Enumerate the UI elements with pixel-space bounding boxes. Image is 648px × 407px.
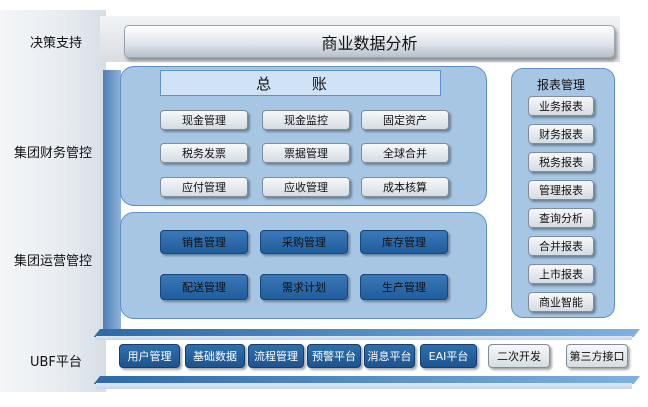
finance-module[interactable]: 现金监控 bbox=[262, 110, 350, 130]
finance-module[interactable]: 应收管理 bbox=[262, 177, 350, 197]
operations-panel bbox=[120, 212, 487, 319]
platform-bar-bottom-face bbox=[96, 383, 632, 389]
operations-module[interactable]: 库存管理 bbox=[360, 230, 448, 254]
layer-label-operations: 集团运营管控 bbox=[14, 254, 93, 269]
operations-module[interactable]: 销售管理 bbox=[160, 230, 248, 254]
ubf-module[interactable]: 预警平台 bbox=[307, 344, 361, 368]
operations-module[interactable]: 采购管理 bbox=[260, 230, 348, 254]
report-item[interactable]: 查询分析 bbox=[528, 208, 594, 228]
platform-bar-top-face bbox=[96, 336, 632, 340]
blue-strip bbox=[103, 70, 121, 332]
report-item[interactable]: 财务报表 bbox=[528, 124, 594, 144]
finance-module[interactable]: 固定资产 bbox=[361, 110, 449, 130]
ubf-module[interactable]: 流程管理 bbox=[248, 344, 304, 368]
general-ledger[interactable]: 总 账 bbox=[160, 70, 441, 96]
finance-module[interactable]: 应付管理 bbox=[160, 177, 248, 197]
ubf-module[interactable]: 基础数据 bbox=[185, 344, 245, 368]
report-item[interactable]: 上市报表 bbox=[528, 264, 594, 284]
layer-label-ubf: UBF平台 bbox=[30, 355, 82, 370]
report-item[interactable]: 业务报表 bbox=[528, 96, 594, 116]
ubf-module[interactable]: 消息平台 bbox=[364, 344, 415, 368]
finance-module[interactable]: 全球合并 bbox=[361, 143, 449, 163]
finance-module[interactable]: 成本核算 bbox=[361, 177, 449, 197]
ubf-module[interactable]: EAI平台 bbox=[420, 344, 477, 368]
operations-module[interactable]: 生产管理 bbox=[360, 274, 448, 300]
operations-module[interactable]: 需求计划 bbox=[260, 274, 348, 300]
report-item[interactable]: 管理报表 bbox=[528, 180, 594, 200]
finance-module[interactable]: 现金管理 bbox=[160, 110, 248, 130]
report-panel-title: 报表管理 bbox=[537, 78, 586, 92]
ubf-module[interactable]: 用户管理 bbox=[119, 344, 180, 368]
report-item[interactable]: 商业智能 bbox=[528, 292, 594, 312]
finance-module[interactable]: 税务发票 bbox=[160, 143, 248, 163]
report-item[interactable]: 税务报表 bbox=[528, 152, 594, 172]
third-party-interface-button[interactable]: 第三方接口 bbox=[566, 344, 628, 368]
secondary-development-button[interactable]: 二次开发 bbox=[488, 344, 550, 368]
layer-label-decision: 决策支持 bbox=[30, 36, 83, 51]
layer-label-finance: 集团财务管控 bbox=[14, 146, 93, 161]
layer-column bbox=[0, 10, 106, 392]
report-item[interactable]: 合并报表 bbox=[528, 236, 594, 256]
finance-module[interactable]: 票据管理 bbox=[262, 143, 350, 163]
operations-module[interactable]: 配送管理 bbox=[160, 274, 248, 300]
business-analytics-bar[interactable]: 商业数据分析 bbox=[124, 25, 615, 58]
